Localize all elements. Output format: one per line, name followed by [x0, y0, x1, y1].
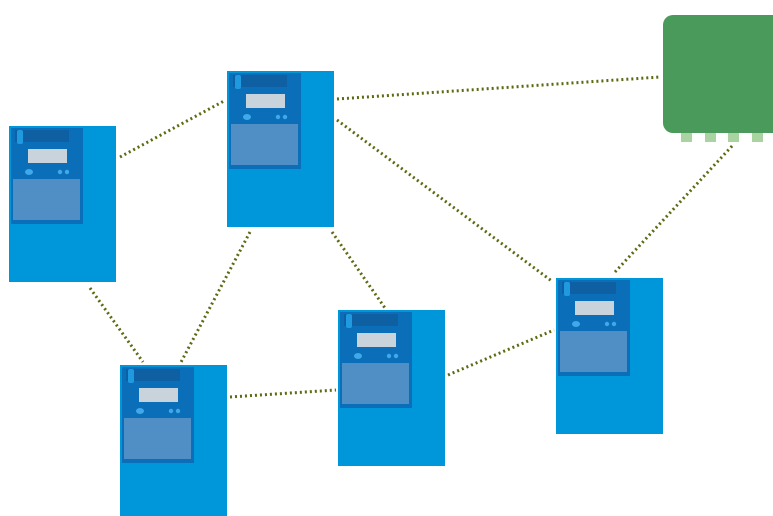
connection-line [119, 99, 225, 159]
meter-indicator [346, 314, 352, 328]
network-nodes [9, 15, 773, 516]
smart-meter-icon [556, 278, 663, 434]
meter-led [175, 408, 181, 414]
connection-line [336, 75, 661, 101]
meter-led [168, 408, 174, 414]
connection-line [447, 328, 555, 377]
connection-line [229, 388, 337, 399]
connection-lines [88, 75, 735, 399]
smart-meter-icon [338, 310, 445, 466]
meter-led [64, 169, 70, 175]
smart-meter-icon [9, 126, 116, 282]
meter-led [393, 353, 399, 359]
meter-label-strip [233, 75, 287, 87]
hub-port [752, 131, 763, 142]
meter-label-strip [562, 282, 616, 294]
meter-display [357, 333, 396, 347]
meter-display [139, 388, 178, 402]
meter-display [28, 149, 67, 163]
connection-line [613, 143, 735, 274]
connection-line [330, 231, 387, 309]
smart-meter-icon [227, 71, 334, 227]
meter-button [354, 353, 362, 359]
meter-led [282, 114, 288, 120]
hub-port [728, 131, 739, 142]
hub-body [663, 15, 773, 133]
hub-gateway-icon [663, 15, 773, 142]
connection-line [178, 231, 252, 365]
meter-button [136, 408, 144, 414]
meter-window [231, 124, 298, 165]
meter-led [611, 321, 617, 327]
meter-button [243, 114, 251, 120]
meter-window [124, 418, 191, 459]
meter-display [246, 94, 285, 108]
connection-line [336, 118, 554, 284]
meter-indicator [564, 282, 570, 296]
meter-button [25, 169, 33, 175]
meter-led [275, 114, 281, 120]
meter-led [386, 353, 392, 359]
meter-led [604, 321, 610, 327]
meter-label-strip [344, 314, 398, 326]
meter-indicator [128, 369, 134, 383]
meter-window [13, 179, 80, 220]
connection-line [88, 287, 145, 363]
meter-window [560, 331, 627, 372]
meter-label-strip [15, 130, 69, 142]
meter-indicator [235, 75, 241, 89]
hub-port [681, 131, 692, 142]
meter-window [342, 363, 409, 404]
meter-indicator [17, 130, 23, 144]
smart-meter-icon [120, 365, 227, 516]
meter-led [57, 169, 63, 175]
meter-label-strip [126, 369, 180, 381]
meter-button [572, 321, 580, 327]
hub-port [705, 131, 716, 142]
meter-display [575, 301, 614, 315]
